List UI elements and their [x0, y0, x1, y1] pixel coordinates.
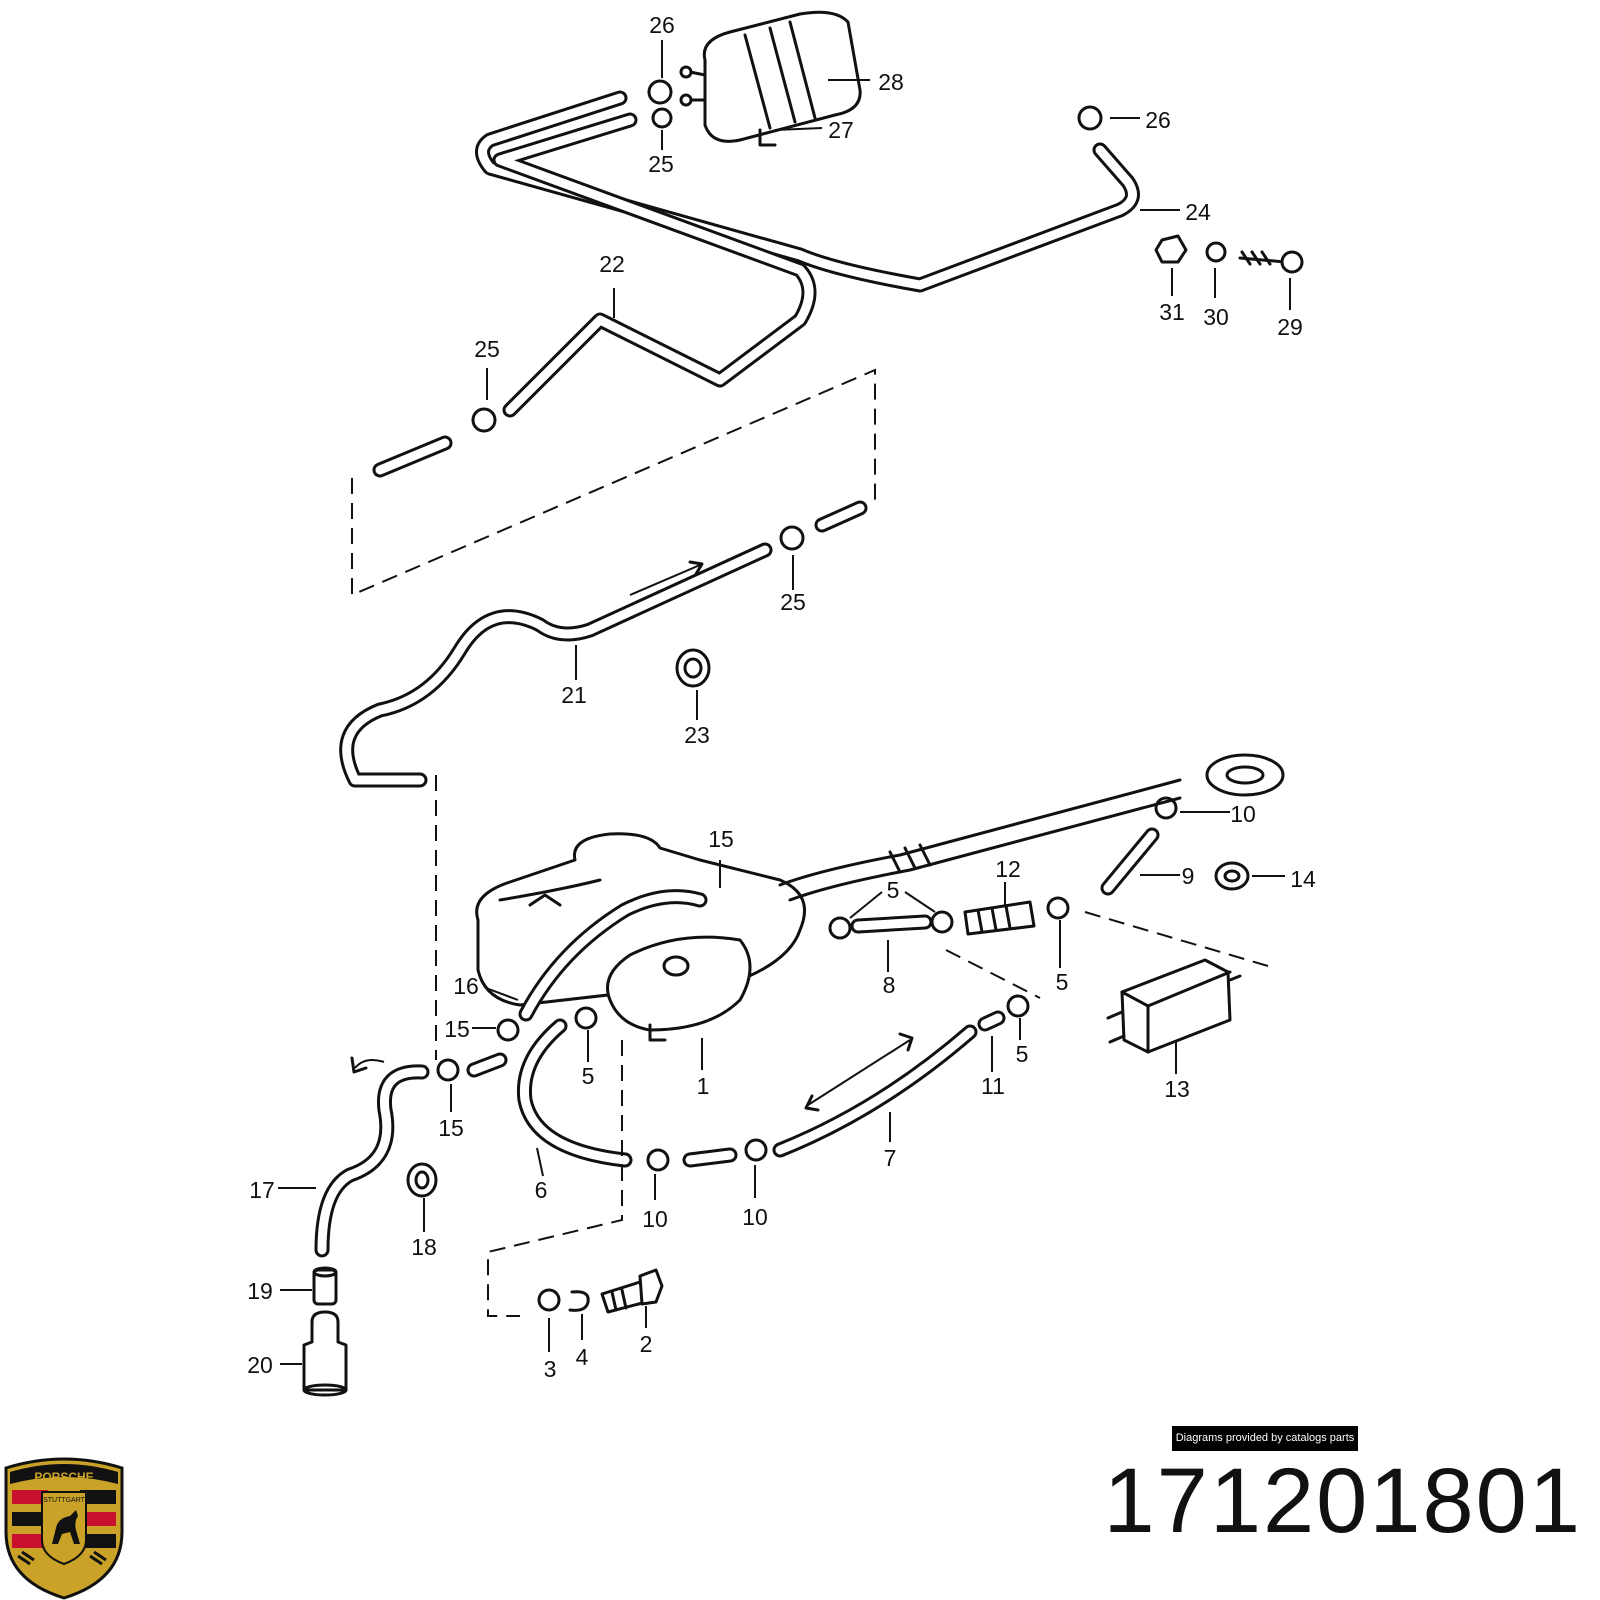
- callout-15: 15: [438, 1115, 464, 1141]
- fuel-pump: [1106, 958, 1242, 1054]
- hose-short-10: [466, 1010, 1006, 1168]
- callout-11: 11: [981, 1073, 1005, 1099]
- grommet-18: [406, 1162, 438, 1198]
- callout-5: 5: [887, 877, 900, 903]
- callout-1: 1: [697, 1073, 710, 1099]
- callout-5: 5: [1016, 1041, 1029, 1067]
- callout-16: 16: [453, 973, 479, 999]
- callout-19: 19: [247, 1278, 273, 1304]
- cap-20: [302, 1310, 348, 1397]
- hose-8: [850, 914, 933, 934]
- hose-21: [339, 542, 773, 788]
- hose-17: [314, 1056, 430, 1258]
- callout-9: 9: [1182, 863, 1195, 889]
- valve-12: [963, 900, 1036, 936]
- callout-30: 30: [1203, 304, 1229, 330]
- vent-hose-assembly: [475, 90, 1140, 418]
- callout-18: 18: [411, 1234, 437, 1260]
- callout-24: 24: [1185, 199, 1211, 225]
- callout-5: 5: [1056, 969, 1069, 995]
- callout-5: 5: [582, 1063, 595, 1089]
- callout-10: 10: [642, 1206, 668, 1232]
- callout-8: 8: [883, 972, 896, 998]
- diagram-credit-badge: Diagrams provided by catalogs parts: [1172, 1426, 1358, 1451]
- part-number: 171201801: [1103, 1450, 1582, 1552]
- hose-9: [1100, 827, 1160, 896]
- grommet-14: [1214, 861, 1250, 891]
- hose-16: [518, 889, 708, 1022]
- filler-neck: [778, 753, 1285, 902]
- callout-25: 25: [474, 336, 500, 362]
- callout-22: 22: [599, 251, 625, 277]
- callout-10: 10: [1230, 801, 1256, 827]
- hose-7: [772, 1024, 978, 1158]
- callout-15: 15: [444, 1016, 470, 1042]
- porsche-crest-logo: PORSCHE STUTTGART: [4, 1457, 124, 1600]
- callout-12: 12: [995, 856, 1021, 882]
- crest-brand-text: PORSCHE: [34, 1470, 93, 1484]
- callout-10: 10: [742, 1204, 768, 1230]
- sleeve-19: [312, 1266, 338, 1306]
- hose-clamps: [436, 79, 1178, 1172]
- callout-6: 6: [535, 1177, 548, 1203]
- callout-31: 31: [1159, 299, 1185, 325]
- callout-26: 26: [1145, 107, 1171, 133]
- callout-23: 23: [684, 722, 710, 748]
- callout-28: 28: [878, 69, 904, 95]
- crest-city-text: STUTTGART: [43, 1497, 86, 1504]
- callout-26: 26: [649, 12, 675, 38]
- dashed-frame: [351, 368, 876, 597]
- callout-25: 25: [648, 151, 674, 177]
- part-callouts: 26 28 27 25 26 24 31 30 29 22 25 25 21 2…: [247, 12, 1316, 1382]
- dashed-bottom-frame: [487, 1040, 623, 1317]
- grommet-23: [675, 648, 711, 688]
- callout-29: 29: [1277, 314, 1303, 340]
- hose-6: [516, 1018, 633, 1168]
- callout-2: 2: [640, 1331, 653, 1357]
- charcoal-canister: [679, 10, 862, 147]
- callout-27: 27: [828, 117, 854, 143]
- callout-20: 20: [247, 1352, 273, 1378]
- dashed-pump-link: [945, 911, 1269, 999]
- callout-14: 14: [1290, 866, 1316, 892]
- callout-4: 4: [576, 1344, 589, 1370]
- callout-17: 17: [249, 1177, 275, 1203]
- tank-bolt-set: [537, 1268, 664, 1314]
- callout-3: 3: [544, 1356, 557, 1382]
- callout-7: 7: [884, 1145, 897, 1171]
- callout-15: 15: [708, 826, 734, 852]
- bolt-washer-nut-set: [1154, 234, 1304, 274]
- callout-13: 13: [1164, 1076, 1190, 1102]
- callout-25: 25: [780, 589, 806, 615]
- leader-lines: [278, 40, 1291, 1365]
- callout-21: 21: [561, 682, 587, 708]
